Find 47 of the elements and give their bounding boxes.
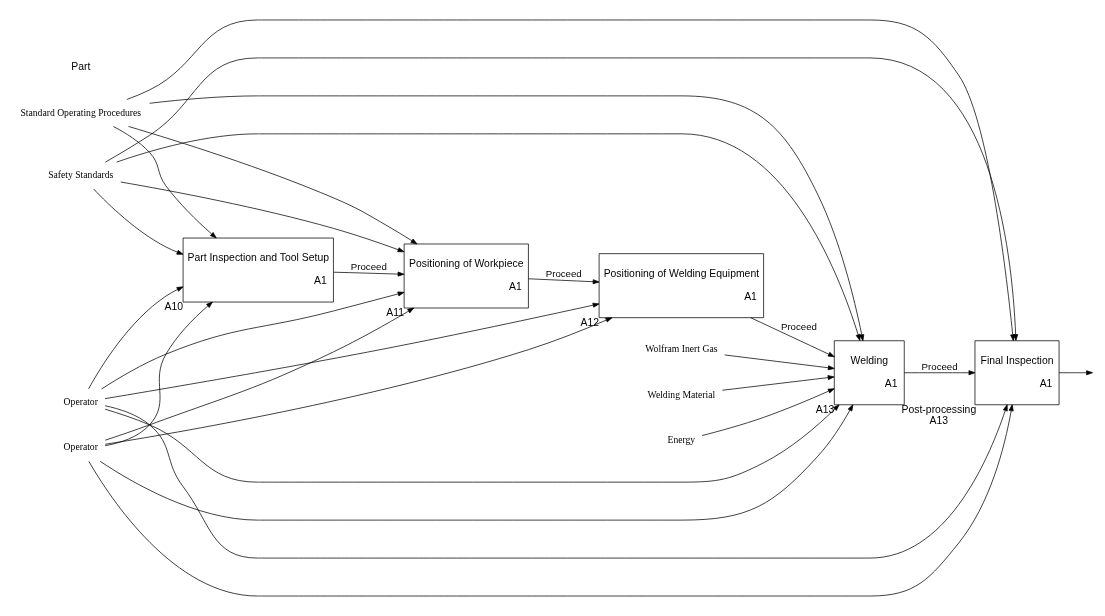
node-text: Operator xyxy=(63,441,98,453)
arrow xyxy=(1058,370,1093,376)
arrow xyxy=(701,388,835,436)
node-box: Positioning of Workpiece A1 xyxy=(403,243,529,309)
arrow xyxy=(120,181,405,253)
arrow xyxy=(104,307,415,441)
arrow xyxy=(88,404,1014,597)
edge-label: Proceed xyxy=(780,320,817,332)
node-label: A11 xyxy=(386,307,405,319)
node-text: Operator xyxy=(63,396,98,408)
node-text: Wolfram Inert Gas xyxy=(645,343,718,355)
arrow xyxy=(104,301,213,447)
arrow xyxy=(104,302,600,399)
node-text: Energy xyxy=(667,434,696,446)
node-box: Welding A1 xyxy=(833,340,905,406)
arrow xyxy=(101,291,405,390)
node-label: A10 xyxy=(164,301,184,313)
node-text: Safety Standards xyxy=(48,169,114,181)
node-box: Final Inspection A1 xyxy=(974,340,1060,406)
node-text: Standard Operating Procedures xyxy=(20,106,142,118)
node-text: Welding Material xyxy=(647,388,716,400)
node-label: A13 xyxy=(929,415,949,427)
edge-label: Proceed xyxy=(545,268,582,280)
arrow xyxy=(104,404,1008,559)
node-label: Post-processing xyxy=(901,404,977,416)
arrow xyxy=(750,317,835,358)
arrow xyxy=(104,404,840,483)
label: Part xyxy=(71,61,91,73)
arrow xyxy=(93,188,184,255)
arrow xyxy=(333,271,405,277)
edge-label: Proceed xyxy=(350,261,387,273)
arrow xyxy=(104,317,613,445)
edge-label: Proceed xyxy=(921,361,958,373)
node-label: A13 xyxy=(815,404,835,416)
node-box: Part Inspection and Tool Setup A1 xyxy=(182,237,334,303)
arrow xyxy=(99,404,854,521)
arrow xyxy=(724,354,835,371)
arrow xyxy=(88,286,184,390)
arrow xyxy=(116,133,861,341)
arrow xyxy=(113,126,217,239)
arrow xyxy=(128,126,418,245)
node-label: A12 xyxy=(580,317,600,329)
node-box: Positioning of Welding Equipment A1 xyxy=(598,253,764,319)
arrow xyxy=(528,278,600,285)
arrow xyxy=(721,375,835,391)
arrow xyxy=(149,95,865,342)
arrow xyxy=(903,370,976,376)
